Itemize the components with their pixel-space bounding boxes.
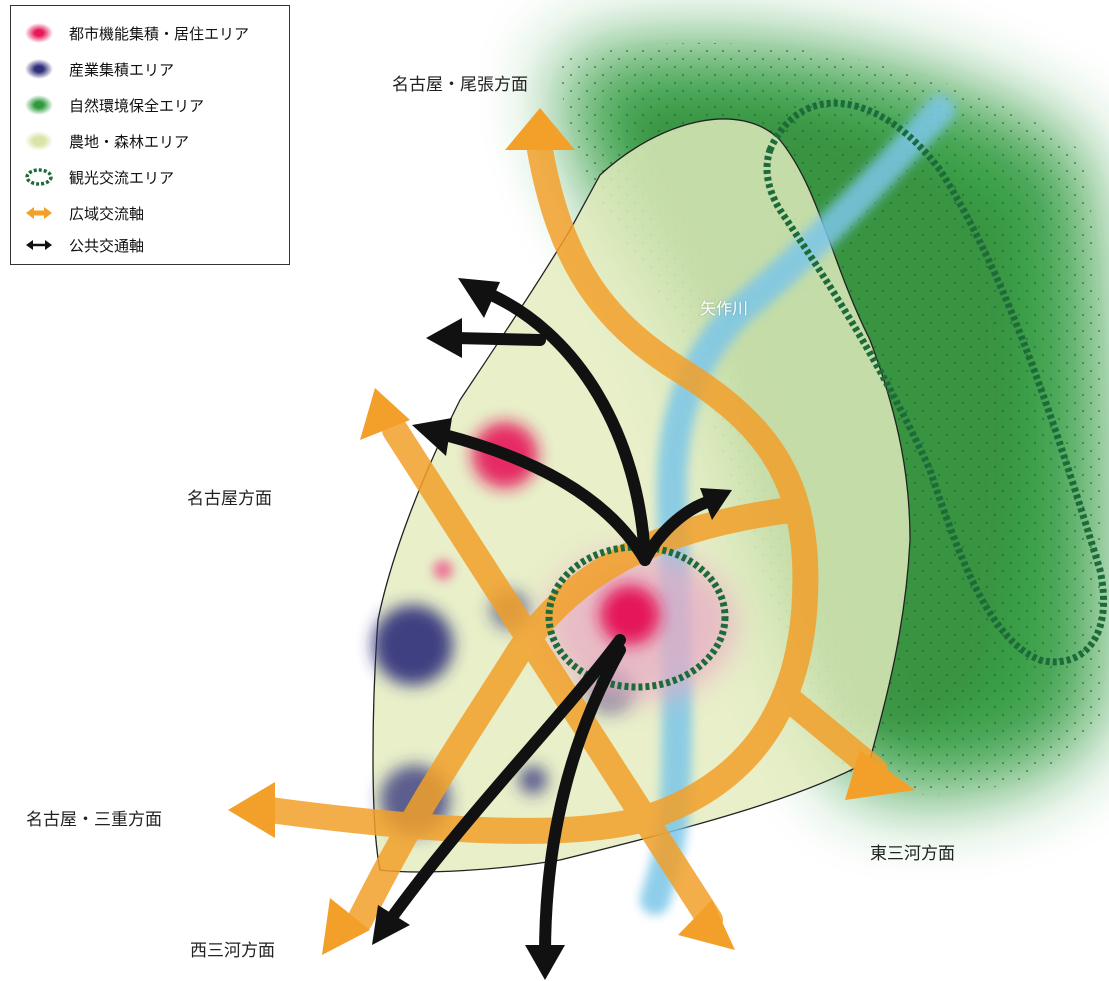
- green-blob-icon: [23, 95, 55, 115]
- legend-label: 広域交流軸: [69, 204, 145, 223]
- public-transit-axes: [384, 284, 721, 961]
- broad-area-arrowheads: [228, 108, 915, 955]
- legend-label: 自然環境保全エリア: [69, 96, 205, 115]
- legend-label: 観光交流エリア: [69, 168, 175, 187]
- legend-item-nature: 自然環境保全エリア: [23, 92, 204, 118]
- label-yahagi-river: 矢作川: [700, 299, 749, 318]
- legend-item-industrial: 産業集積エリア: [23, 56, 174, 82]
- broad-area-exchange-axes: [257, 137, 888, 933]
- dotted-green-ring-icon: [23, 167, 55, 187]
- legend-label: 産業集積エリア: [69, 60, 175, 79]
- navy-blob-icon: [23, 59, 55, 79]
- label-nagoya-owari: 名古屋・尾張方面: [392, 75, 528, 95]
- black-double-arrow-icon: [23, 235, 55, 255]
- map-legend: 都市機能集積・居住エリア 産業集積エリア 自然環境保全エリア 農地・森林エリア …: [10, 5, 290, 265]
- label-nagoya-mie: 名古屋・三重方面: [26, 810, 162, 830]
- label-nishi-mikawa: 西三河方面: [190, 941, 275, 961]
- transit-arrowheads: [372, 278, 732, 980]
- legend-label: 都市機能集積・居住エリア: [69, 24, 250, 43]
- pink-blob-icon: [23, 23, 55, 43]
- legend-item-transit-axis: 公共交通軸: [23, 232, 144, 258]
- legend-item-tourism: 観光交流エリア: [23, 164, 174, 190]
- label-higashi-mikawa: 東三河方面: [870, 844, 955, 864]
- pale-green-blob-icon: [23, 131, 55, 151]
- legend-item-urban: 都市機能集積・居住エリア: [23, 20, 249, 46]
- legend-label: 農地・森林エリア: [69, 132, 190, 151]
- legend-item-farmland: 農地・森林エリア: [23, 128, 189, 154]
- legend-label: 公共交通軸: [69, 236, 145, 255]
- legend-item-broad-axis: 広域交流軸: [23, 200, 144, 226]
- orange-double-arrow-icon: [23, 203, 55, 223]
- label-nagoya: 名古屋方面: [187, 489, 272, 509]
